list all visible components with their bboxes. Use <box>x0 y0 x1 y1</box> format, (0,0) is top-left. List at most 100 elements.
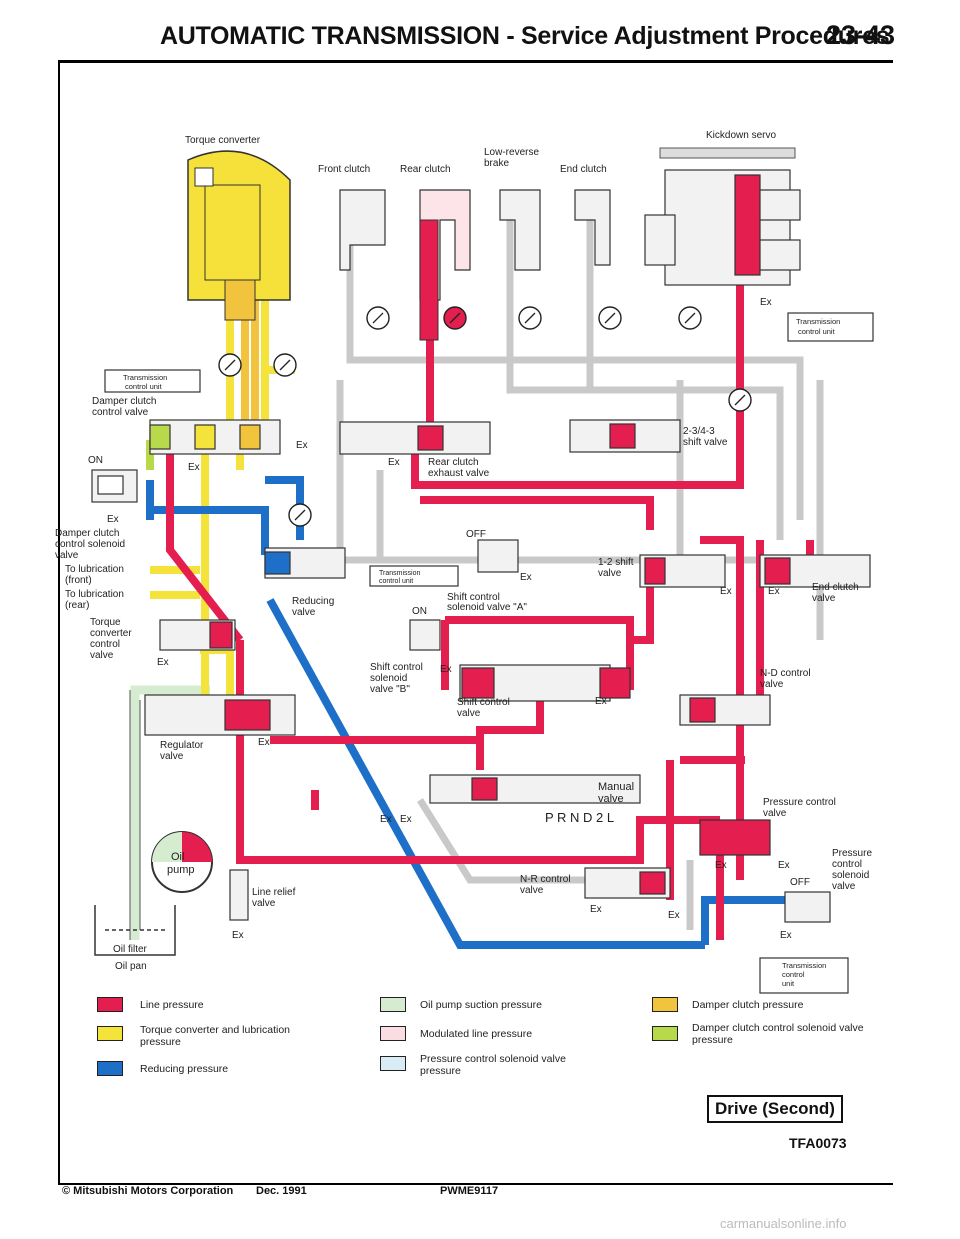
label-tc-valve-3: control <box>90 639 120 650</box>
legend-swatch-torque <box>97 1026 123 1041</box>
label-brake: brake <box>484 158 509 169</box>
page-header: AUTOMATIC TRANSMISSION - Service Adjustm… <box>150 18 895 58</box>
oil-pump <box>151 831 213 893</box>
label-sol-a-2: solenoid valve "A" <box>447 602 527 613</box>
label-shift-ctrl-1: Shift control <box>457 697 510 708</box>
component-labels: Torque converter Front clutch Rear clutc… <box>55 130 872 988</box>
page-number: 23-43 <box>825 20 895 50</box>
header-rule <box>58 60 893 63</box>
label-tcu4-1: Transmission <box>796 317 840 326</box>
label-pcs-4: valve <box>832 881 856 892</box>
label-ex-13: Ex <box>380 814 392 825</box>
label-manual-1: Manual <box>598 781 634 793</box>
label-shift-ctrl-2: valve <box>457 708 481 719</box>
valves <box>91 419 871 923</box>
label-shift234-1: 2-3/4-3 <box>683 426 715 437</box>
label-on: ON <box>88 455 103 466</box>
label-damper-sol-1: Damper clutch <box>55 528 119 539</box>
label-off-a: OFF <box>466 529 486 540</box>
label-nd-1: N-D control <box>760 668 811 679</box>
label-line-relief-1: Line relief <box>252 887 296 898</box>
label-pcs-1: Pressure <box>832 848 872 859</box>
label-damper-valve-1: Damper clutch <box>92 396 156 407</box>
label-ex-6: Ex <box>440 664 452 675</box>
label-tc-valve-4: valve <box>90 650 114 661</box>
legend-label-damper-sol: Damper clutch control solenoid valve pre… <box>692 1022 864 1046</box>
legend-label-reducing: Reducing pressure <box>140 1063 229 1075</box>
legend-swatch-suction <box>380 997 406 1012</box>
label-oil-pump-2: pump <box>167 864 195 876</box>
label-nr-1: N-R control <box>520 874 571 885</box>
legend-swatch-modulated <box>380 1026 406 1041</box>
label-ex-9: Ex <box>768 586 780 597</box>
label-reducing-2: valve <box>292 607 316 618</box>
label-ex-1: Ex <box>296 440 308 451</box>
label-tc-valve-2: converter <box>90 628 132 639</box>
page-title: AUTOMATIC TRANSMISSION - Service Adjustm… <box>160 22 890 50</box>
footer-rule <box>58 1183 893 1185</box>
kickdown-servo <box>644 169 801 286</box>
label-oil-pan: Oil pan <box>115 961 147 972</box>
label-lube-rear-2: (rear) <box>65 600 89 611</box>
label-lube-rear-1: To lubrication <box>65 589 124 600</box>
label-tc-valve-1: Torque <box>90 617 121 628</box>
label-shift234-2: shift valve <box>683 437 728 448</box>
label-damper-sol-2: control solenoid <box>55 539 125 550</box>
label-nr-2: valve <box>520 885 544 896</box>
label-off-pcs: OFF <box>790 877 810 888</box>
label-ex-3: Ex <box>107 514 119 525</box>
label-shift12-1: 1-2 shift <box>598 557 634 568</box>
label-ex-7: Ex <box>595 696 607 707</box>
label-prnd: P R N D 2 L <box>545 810 614 825</box>
legend-label-damper: Damper clutch pressure <box>692 999 804 1011</box>
label-end-clutch-valve-2: valve <box>812 593 836 604</box>
label-tcu2-2: control unit <box>379 578 413 585</box>
legend-label-suction: Oil pump suction pressure <box>420 999 542 1011</box>
label-sol-b-3: valve "B" <box>370 684 410 695</box>
label-nd-2: valve <box>760 679 784 690</box>
label-sol-b-1: Shift control <box>370 662 423 673</box>
label-ex-15: Ex <box>715 860 727 871</box>
label-front-clutch: Front clutch <box>318 164 370 175</box>
label-regulator-2: valve <box>160 751 184 762</box>
label-tcu3-3: unit <box>782 979 795 988</box>
label-rear-clutch: Rear clutch <box>400 164 451 175</box>
legend-swatch-damper <box>652 997 678 1012</box>
label-ex-14: Ex <box>400 814 412 825</box>
label-pcv-1: Pressure control <box>763 797 836 808</box>
left-rule <box>58 60 60 1185</box>
label-tcu4-2: control unit <box>798 327 836 336</box>
label-damper-valve-2: control valve <box>92 407 149 418</box>
label-lube-front-1: To lubrication <box>65 564 124 575</box>
label-low-reverse: Low-reverse <box>484 147 539 158</box>
legend-swatch-reducing <box>97 1061 123 1076</box>
label-oil-pump-1: Oil <box>171 851 184 863</box>
label-pcs-2: control <box>832 859 862 870</box>
label-on-a: ON <box>412 606 427 617</box>
label-ex-17: Ex <box>590 904 602 915</box>
legend-label-line: Line pressure <box>140 999 204 1011</box>
label-ex-16: Ex <box>778 860 790 871</box>
suction-lines <box>130 685 210 940</box>
legend-label-modulated: Modulated line pressure <box>420 1028 533 1040</box>
label-ex-18: Ex <box>668 910 680 921</box>
label-ex-5: Ex <box>520 572 532 583</box>
label-tcu-line1: Transmission <box>123 373 167 382</box>
label-end-clutch: End clutch <box>560 164 607 175</box>
oil-filter <box>94 905 176 956</box>
label-line-relief-2: valve <box>252 898 276 909</box>
label-rc-exhaust-2: exhaust valve <box>428 468 490 479</box>
footer-copyright: © Mitsubishi Motors Corporation <box>62 1185 234 1197</box>
label-torque-converter: Torque converter <box>185 135 261 146</box>
watermark: carmanualsonline.info <box>720 1216 847 1231</box>
drive-mode-box: Drive (Second) <box>707 1095 843 1123</box>
torque-converter <box>187 150 291 321</box>
label-reducing-1: Reducing <box>292 596 334 607</box>
legend-swatch-damper-sol <box>652 1026 678 1041</box>
label-tcu2-1: Transmission <box>379 570 420 577</box>
legend-swatch-line <box>97 997 123 1012</box>
footer-date: Dec. 1991 <box>256 1185 307 1197</box>
label-kickdown-servo: Kickdown servo <box>706 130 776 141</box>
clutch-pistons <box>339 189 611 301</box>
